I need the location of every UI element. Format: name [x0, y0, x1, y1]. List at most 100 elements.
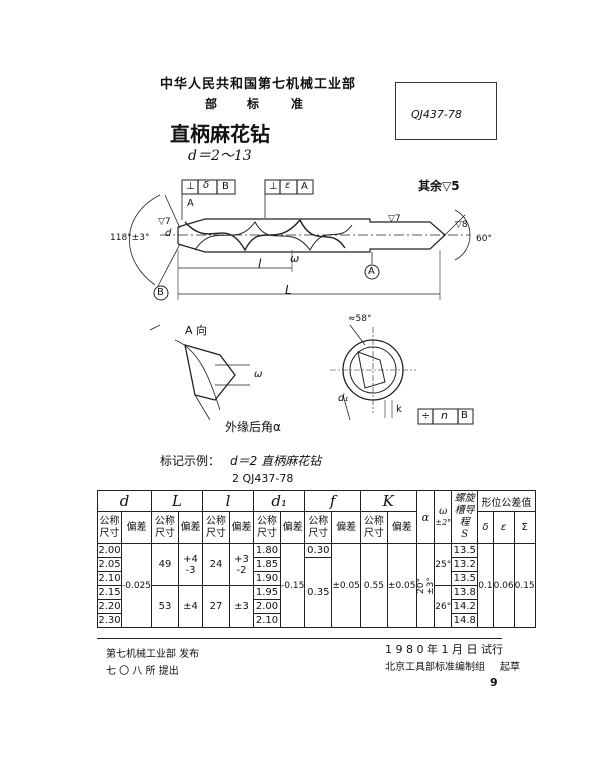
- s-cell: 13.5: [451, 571, 479, 586]
- d1-cell: 1.95: [253, 585, 282, 600]
- h2-4: 公称尺寸: [202, 511, 231, 544]
- datum-a-ref: A: [301, 181, 308, 192]
- l-dev-cell: ±3: [229, 585, 255, 628]
- standard-word-3: 准: [291, 97, 304, 111]
- h2-3: 偏差: [178, 511, 204, 544]
- d1-cell: 1.90: [253, 571, 282, 586]
- header-tolerance: 形位公差值: [477, 490, 536, 512]
- roughness-7-a: ▽7: [158, 217, 171, 227]
- tol-delta-val: 0.1: [477, 543, 494, 628]
- standard-code: QJ437-78: [411, 108, 462, 121]
- header-l: l: [202, 490, 255, 512]
- drill-drawing: [128, 179, 474, 425]
- l-dev-cell: +3 -2: [229, 543, 255, 586]
- diameter-label: d: [165, 228, 172, 239]
- d-cell: 2.30: [97, 613, 122, 628]
- roughness-8: ▽8: [455, 220, 468, 230]
- section-k-label: k: [396, 404, 402, 415]
- draft-label: 起草: [500, 662, 520, 673]
- datum-b-ref: B: [222, 181, 229, 192]
- l-cell: 24: [202, 543, 231, 586]
- datum-label-b: B: [157, 287, 164, 298]
- roughness-7-b: ▽7: [388, 214, 401, 224]
- header-d: d: [96, 490, 153, 512]
- perpendicular-symbol-2: ⊥: [269, 181, 278, 192]
- d1-cell: 2.10: [253, 613, 282, 628]
- example-label: 标记示例：: [160, 454, 221, 468]
- page-number: 9: [490, 676, 498, 689]
- h2-1: 偏差: [120, 511, 153, 544]
- f-cell: 0.30: [304, 543, 333, 558]
- l-cell: 27: [202, 585, 231, 628]
- f-cell: 0.35: [304, 557, 333, 628]
- example-code: 2 QJ437-78: [232, 472, 294, 485]
- s-cell: 13.2: [451, 557, 479, 572]
- standard-code-box: [395, 82, 497, 140]
- d-cell: 2.15: [97, 585, 122, 600]
- L-cell: 49: [151, 543, 180, 586]
- h2-5: 偏差: [229, 511, 255, 544]
- drafter: 北京工具部标准编制组: [385, 662, 485, 673]
- h2-6: 公称尺寸: [253, 511, 282, 544]
- total-length-label: L: [285, 283, 292, 297]
- view-omega-label: ω: [254, 369, 263, 380]
- lead-s-label: S: [461, 529, 469, 540]
- example-formula: d＝2 直柄麻花钻: [230, 454, 322, 468]
- header-omega-text: ω: [439, 506, 448, 517]
- alpha-cell: 20°±3°: [415, 543, 436, 628]
- header-lead-text: 螺旋槽导程: [454, 493, 475, 528]
- header-k: K: [359, 490, 417, 512]
- d-cell: 2.10: [97, 571, 122, 586]
- tol-sigma: Σ: [513, 511, 536, 544]
- L-dev-cell: ±4: [178, 585, 204, 628]
- h2-10: 公称尺寸: [359, 511, 388, 544]
- delta-symbol: δ: [203, 180, 210, 191]
- surface-roughness: 其余▽5: [418, 179, 460, 193]
- header-alpha: α: [415, 490, 436, 544]
- standard-word-1: 部: [205, 97, 218, 111]
- tol-delta: δ: [477, 511, 494, 544]
- h2-2: 公称尺寸: [151, 511, 180, 544]
- d-cell: 2.20: [97, 599, 122, 614]
- s-cell: 14.8: [451, 613, 479, 628]
- position-ref-b: B: [461, 410, 468, 421]
- outer-relief-angle-label: 外缘后角α: [225, 420, 281, 434]
- s-cell: 13.5: [451, 543, 479, 558]
- d-cell: 2.05: [97, 557, 122, 572]
- header-omega: ω±2°: [434, 490, 453, 544]
- standard-word-2: 标: [247, 97, 260, 111]
- L-dev-cell: +4 -3: [178, 543, 204, 586]
- secondary-angle-label: 60°: [476, 234, 492, 244]
- perpendicular-symbol-1: ⊥: [186, 181, 195, 192]
- h2-7: 偏差: [280, 511, 306, 544]
- h2-9: 偏差: [331, 511, 361, 544]
- flute-length-label: l: [258, 257, 262, 271]
- view-label-a: A: [187, 198, 194, 209]
- alpha-value: 20°±3°: [415, 576, 436, 595]
- position-n: n: [441, 409, 448, 422]
- f-dev-cell: ±0.05: [331, 543, 361, 628]
- omega-cell-a: 25°: [434, 543, 453, 586]
- datum-label-a: A: [368, 266, 375, 277]
- s-cell: 13.8: [451, 585, 479, 600]
- h2-8: 公称尺寸: [304, 511, 333, 544]
- page-title: 直柄麻花钻: [170, 122, 270, 146]
- helix-angle-label: ω: [290, 252, 300, 265]
- s-cell: 14.2: [451, 599, 479, 614]
- position-symbol: ÷: [421, 409, 431, 422]
- proposer: 七 〇 八 所 提出: [106, 666, 179, 677]
- tol-eps-val: 0.06: [492, 543, 515, 628]
- section-angle-label: ≈58°: [348, 314, 372, 324]
- L-cell: 53: [151, 585, 180, 628]
- header-f: f: [304, 490, 361, 512]
- point-angle-label: 118°±3°: [110, 233, 150, 243]
- a-view-label: A 向: [185, 324, 208, 337]
- diameter-range: d＝2～13: [188, 148, 252, 164]
- d1-cell: 1.85: [253, 557, 282, 572]
- tol-sigma-val: 0.15: [513, 543, 536, 628]
- k-cell: 0.55: [359, 543, 388, 628]
- section-d1-label: d₁: [338, 393, 349, 404]
- h2-0: 公称尺寸: [97, 511, 122, 544]
